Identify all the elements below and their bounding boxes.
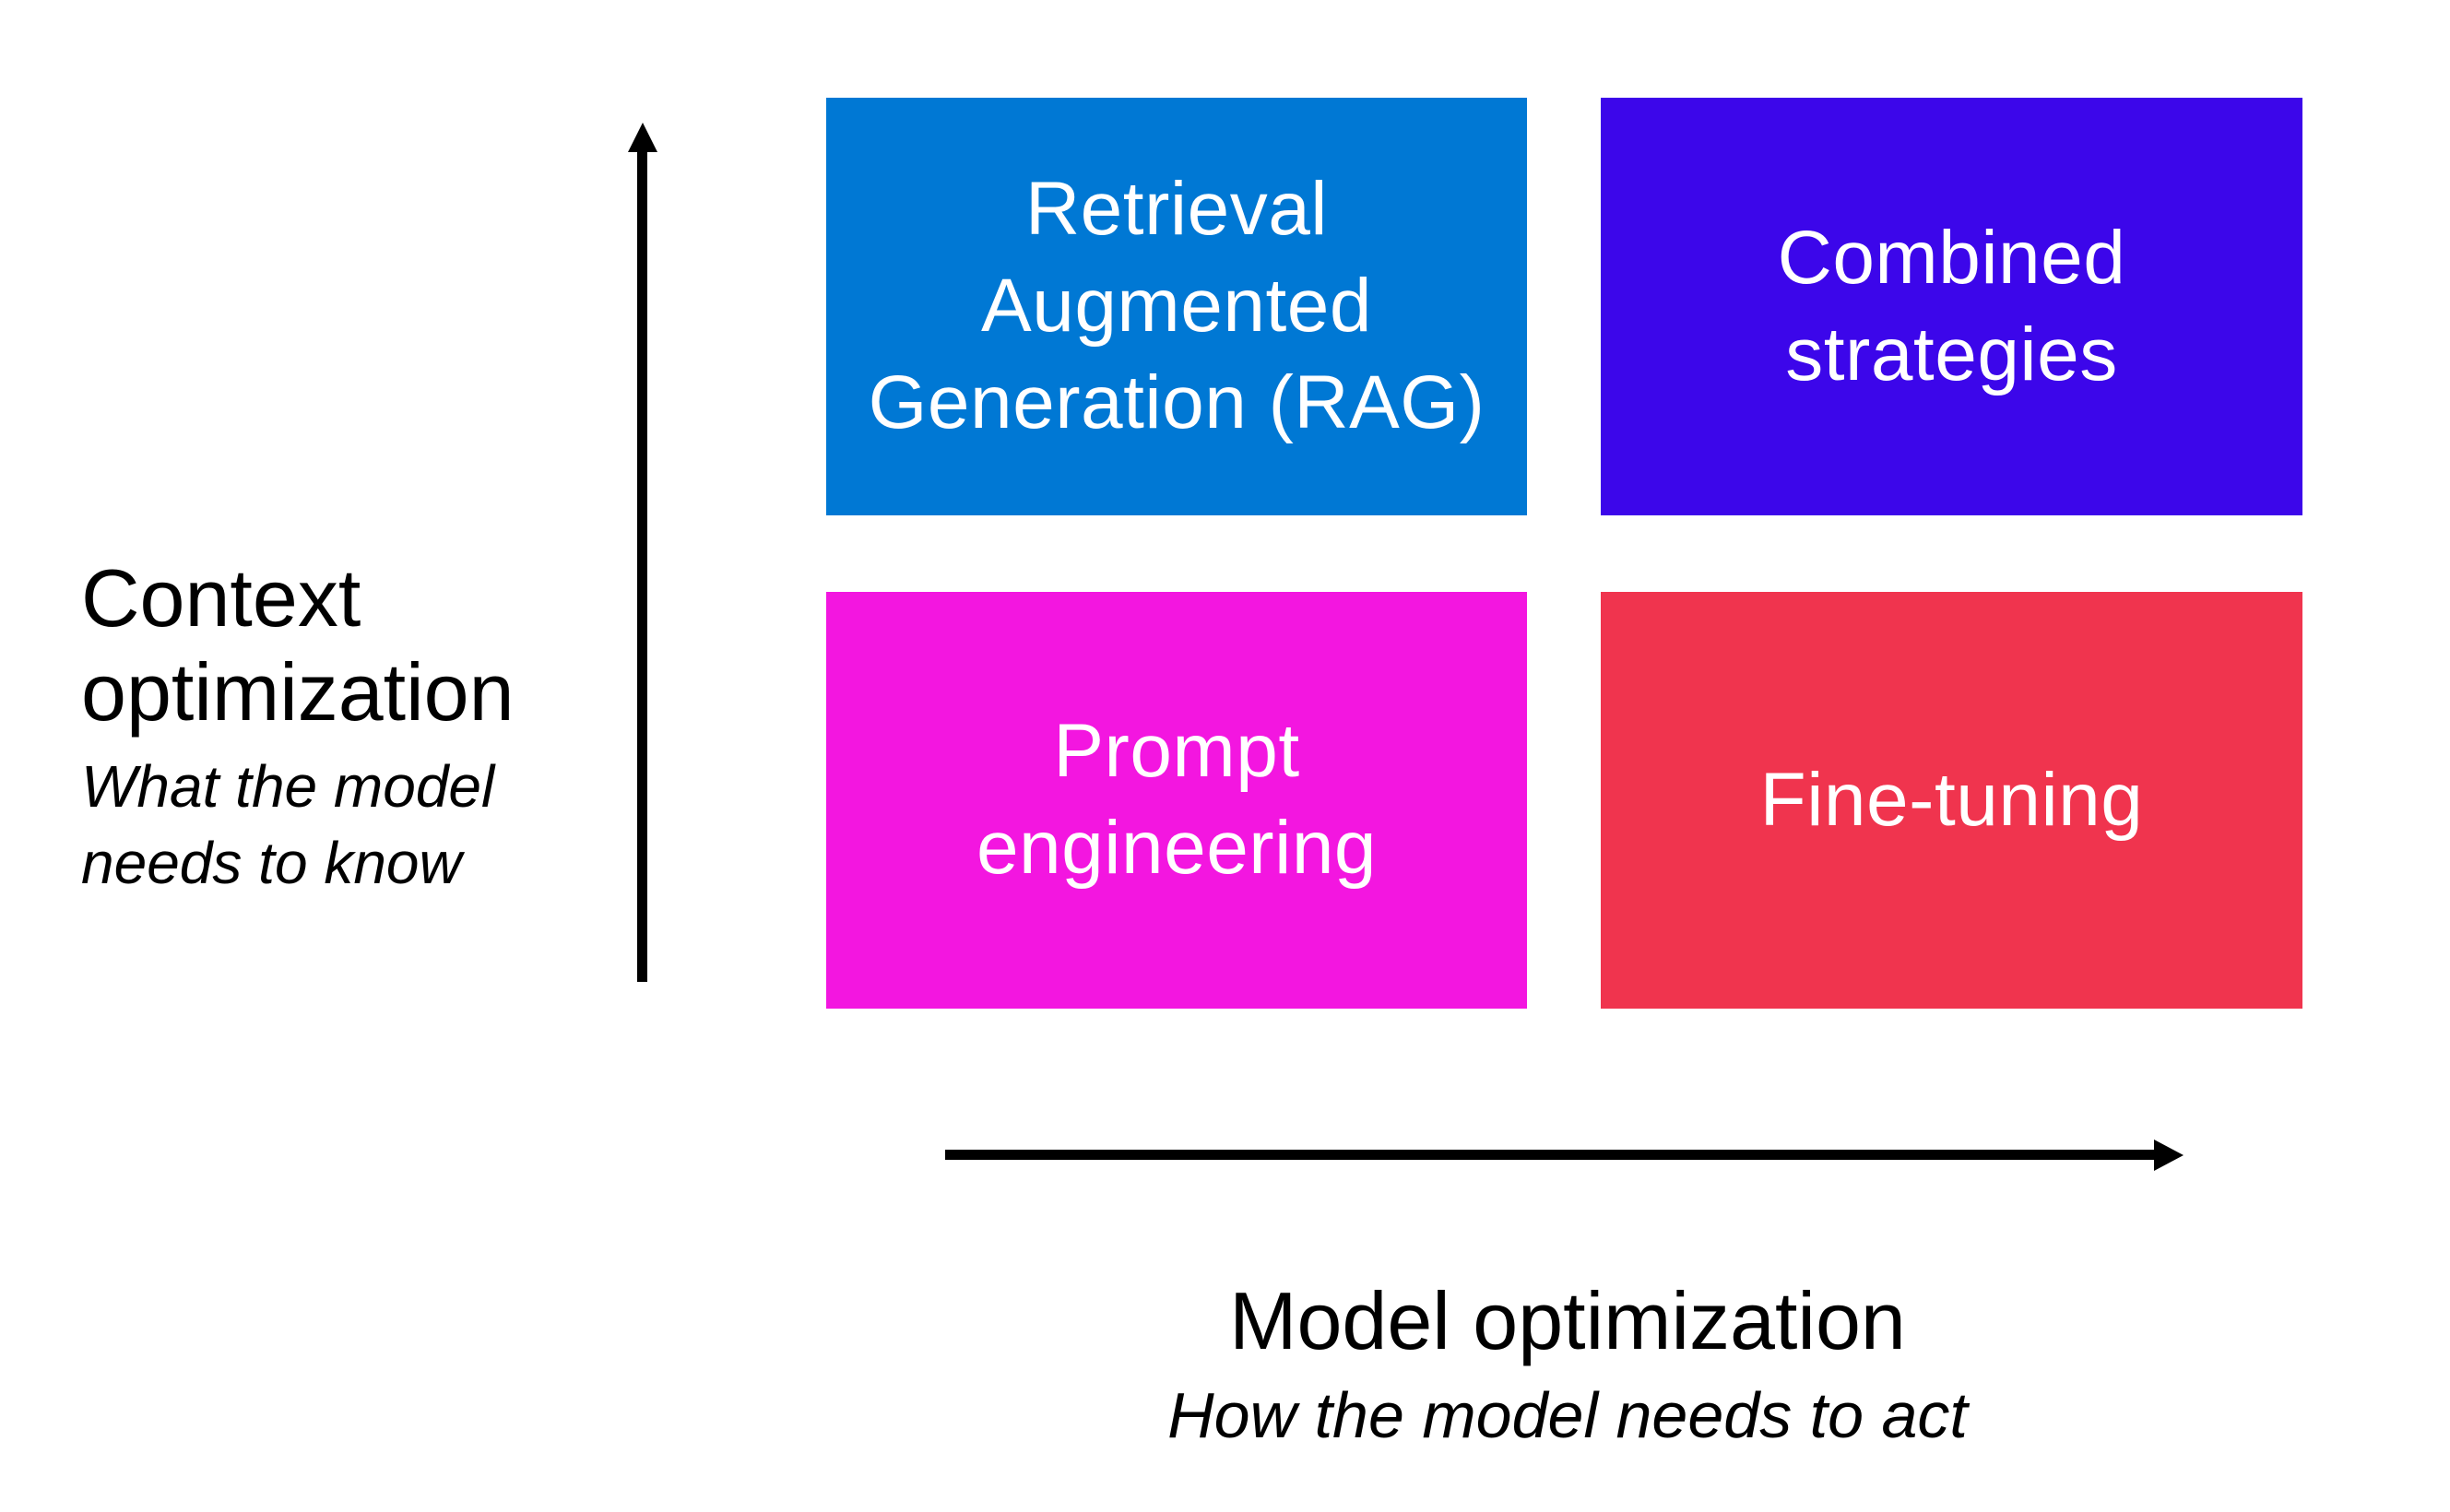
quadrant-prompt-label: Prompt engineering — [976, 703, 1377, 897]
quadrant-fine-tuning: Fine-tuning — [1601, 592, 2302, 1009]
quadrant-fine-tuning-label-line: Fine-tuning — [1759, 757, 2144, 842]
y-axis-label: Context optimization What the model need… — [81, 551, 515, 903]
x-axis-arrow-line — [945, 1150, 2155, 1160]
y-axis-subtitle-line: needs to know — [81, 830, 462, 897]
y-axis-subtitle-line: What the model — [81, 753, 495, 821]
y-axis-arrow-line — [637, 146, 647, 982]
x-axis-subtitle: How the model needs to act — [1167, 1379, 1968, 1452]
quadrant-rag-label-line: Retrieval — [1024, 167, 1329, 252]
quadrant-rag-label-line: Generation (RAG) — [868, 360, 1485, 444]
quadrant-retrieval-augmented-generation: Retrieval Augmented Generation (RAG) — [826, 98, 1527, 515]
quadrant-prompt-engineering: Prompt engineering — [826, 592, 1527, 1009]
quadrant-rag-label-line: Augmented — [981, 264, 1372, 348]
quadrant-combined-label: Combined strategies — [1778, 210, 2126, 404]
quadrant-fine-tuning-label: Fine-tuning — [1760, 752, 2144, 849]
quadrant-prompt-label-line: Prompt — [1053, 709, 1300, 794]
y-axis-subtitle: What the model needs to know — [81, 749, 515, 902]
x-axis-title: Model optimization — [1229, 1275, 1906, 1366]
right-arrow-head-icon — [2154, 1140, 2184, 1171]
quadrant-rag-label: Retrieval Augmented Generation (RAG) — [869, 161, 1485, 452]
quadrant-combined-label-line: strategies — [1785, 312, 2118, 396]
y-axis-title-line: optimization — [81, 646, 515, 738]
quadrant-combined-strategies: Combined strategies — [1601, 98, 2302, 515]
quadrant-combined-label-line: Combined — [1777, 215, 2126, 300]
x-axis-label: Model optimization How the model needs t… — [922, 1274, 2213, 1457]
y-axis-title-line: Context — [81, 552, 361, 644]
quadrant-prompt-label-line: engineering — [976, 806, 1378, 890]
